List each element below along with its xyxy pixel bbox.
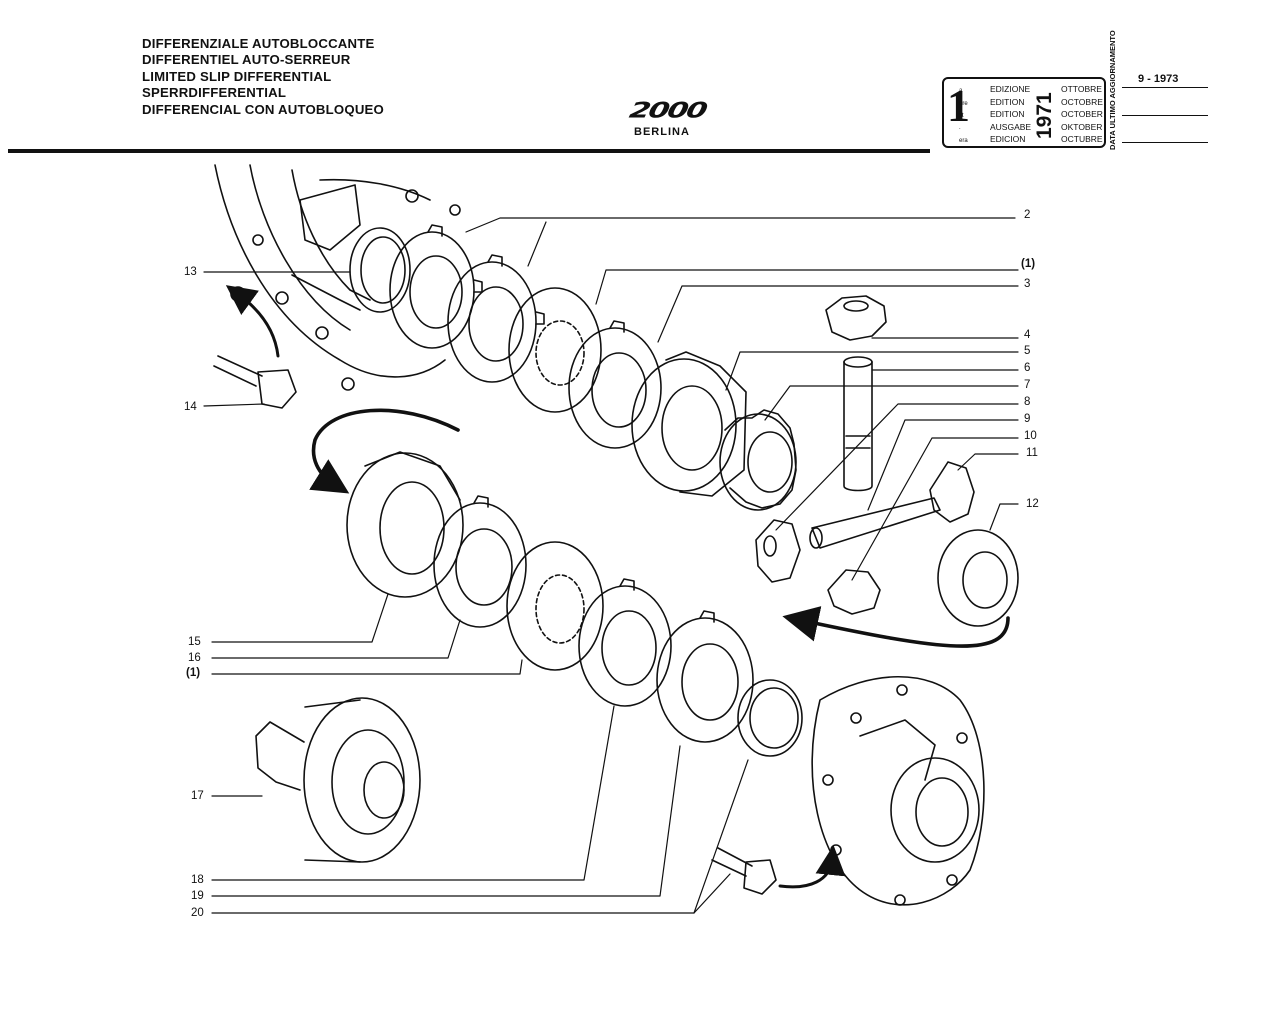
callout-1-upper: (1) [1021, 258, 1036, 270]
assembled-differential [255, 697, 421, 863]
update-line [1122, 142, 1208, 143]
callout-3: 3 [1024, 278, 1031, 290]
housing-half-upper [214, 164, 461, 391]
callout-7: 7 [1024, 379, 1031, 391]
callout-17: 17 [191, 790, 204, 802]
edition-word: EDIZIONE [990, 84, 1031, 94]
title-german: SPERRDIFFERENTIAL [142, 85, 287, 101]
callout-12: 12 [1026, 498, 1039, 510]
outer-plate-lower-2 [578, 578, 672, 707]
edition-word: EDITION [990, 97, 1025, 107]
assembly-arrow [782, 606, 1010, 648]
pinion-gear-10 [827, 569, 881, 615]
callout-14: 14 [184, 401, 197, 413]
update-line [1122, 115, 1208, 116]
pressure-ring-upper [631, 351, 747, 497]
title-italian: DIFFERENZIALE AUTOBLOCCANTE [142, 36, 375, 51]
edition-month: OCTOBRE [1061, 97, 1103, 107]
side-gear-upper [719, 409, 797, 511]
leader-lines [203, 217, 1019, 914]
callout-20: 20 [191, 907, 204, 919]
callout-5: 5 [1024, 345, 1031, 357]
pinion-gear-8 [755, 519, 801, 583]
callout-10: 10 [1024, 430, 1037, 442]
callout-1-lower: (1) [186, 667, 201, 679]
bolt-upper [213, 355, 297, 409]
cross-shaft-horizontal [809, 497, 941, 549]
edition-suffix: . [959, 125, 961, 131]
edition-month: OCTUBRE [1061, 134, 1103, 144]
callout-11: 11 [1026, 447, 1038, 459]
callout-15: 15 [188, 636, 201, 648]
callout-2: 2 [1024, 209, 1031, 221]
callout-13: 13 [184, 266, 197, 278]
assembly-arrow [778, 845, 846, 889]
edition-month: OCTOBER [1061, 109, 1103, 119]
pinion-gear-4 [825, 295, 887, 341]
title-english: LIMITED SLIP DIFFERENTIAL [142, 68, 332, 84]
callout-19: 19 [191, 890, 204, 902]
housing-half-lower [811, 676, 985, 906]
callout-4: 4 [1024, 329, 1031, 341]
update-line [1122, 87, 1208, 88]
assembly-arrow [309, 408, 460, 494]
callout-8: 8 [1024, 396, 1031, 408]
title-spanish: DIFFERENCIAL CON AUTOBLOQUEO [142, 101, 385, 117]
side-gear-lower [937, 529, 1019, 627]
outer-plate-lower-3 [656, 610, 754, 743]
outer-plate-upper-3 [568, 320, 662, 449]
edition-word: EDICION [990, 134, 1026, 144]
pressure-ring-lower [346, 451, 464, 598]
edition-box: 1 a ère st . era EDIZIONE EDITION EDITIO… [942, 77, 1106, 148]
edition-suffix: ère [959, 101, 968, 107]
callout-6: 6 [1024, 362, 1031, 374]
edition-word: AUSGABE [990, 122, 1032, 132]
callout-9: 9 [1024, 413, 1031, 425]
callout-16: 16 [188, 652, 201, 664]
outer-plate-lower-1 [433, 495, 527, 628]
assembly-arrow [225, 285, 280, 358]
thrust-ring-upper [349, 227, 411, 313]
inner-plate-upper [508, 287, 602, 413]
cross-shaft-vertical [843, 356, 873, 492]
header-rule [8, 149, 930, 153]
edition-suffix: era [959, 138, 968, 144]
outer-plate-upper-1 [389, 224, 483, 349]
edition-month: OTTOBRE [1061, 84, 1102, 94]
edition-word: EDITION [990, 109, 1025, 119]
title-french: DIFFERENTIEL AUTO-SERREUR [142, 52, 351, 68]
brand-subtitle: BERLINA [634, 126, 690, 138]
update-date: 9 - 1973 [1138, 73, 1179, 85]
bolt-lower [711, 847, 777, 895]
inner-plate-lower [506, 541, 604, 671]
edition-month: OKTOBER [1061, 122, 1103, 132]
outer-plate-upper-2 [447, 254, 545, 383]
edition-number: 1 [947, 80, 970, 131]
edition-suffix: st [959, 113, 964, 119]
pinion-gear-11 [929, 461, 975, 523]
thrust-ring-lower [737, 679, 803, 757]
title-block: DIFFERENZIALE AUTOBLOCCANTE DIFFERENTIEL… [142, 36, 384, 118]
callout-18: 18 [191, 874, 204, 886]
edition-suffix: a [959, 88, 963, 94]
brand: 2000 BERLINA [600, 98, 740, 138]
